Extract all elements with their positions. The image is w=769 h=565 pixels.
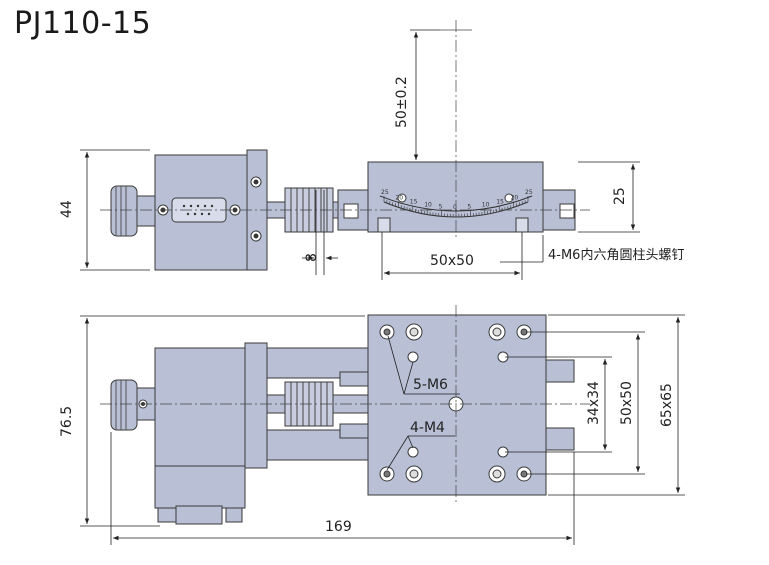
drawing-title: PJ110-15	[14, 6, 152, 41]
dim-50x50-bottom: 50x50	[619, 381, 635, 425]
scale-label: 20	[395, 194, 403, 201]
scale-label: 10	[424, 202, 432, 209]
scale-label: 0	[453, 204, 457, 211]
label-5-m6: 5-M6	[413, 377, 448, 393]
dim-50x50-top: 50x50	[430, 253, 474, 269]
scale-label: 15	[410, 199, 418, 206]
motor-body-top	[154, 347, 246, 467]
scale-label: 5	[467, 203, 471, 210]
dim-25: 25	[612, 187, 628, 205]
knob-top	[110, 379, 138, 431]
knob-side	[110, 185, 138, 237]
scale-label: 10	[482, 202, 490, 209]
dim-44: 44	[59, 200, 75, 218]
dim-travel: 50±0.2	[394, 76, 410, 128]
dim-76-5: 76.5	[59, 406, 75, 437]
screw-note: 4-M6内六角圆柱头螺钉	[548, 247, 684, 263]
label-4-m4: 4-M4	[410, 420, 445, 436]
rotary-stage-side	[367, 161, 544, 233]
dim-169: 169	[325, 519, 352, 535]
scale-label: 20	[511, 194, 519, 201]
side-view	[110, 149, 576, 271]
dim-34x34: 34x34	[586, 381, 602, 425]
top-view	[110, 314, 575, 525]
scale-label: 25	[525, 189, 533, 196]
dim-8: 8	[304, 253, 320, 262]
scale-label: 5	[439, 203, 443, 210]
scale-label: 15	[496, 199, 504, 206]
scale-label: 25	[381, 189, 389, 196]
dim-65x65: 65x65	[659, 383, 675, 427]
